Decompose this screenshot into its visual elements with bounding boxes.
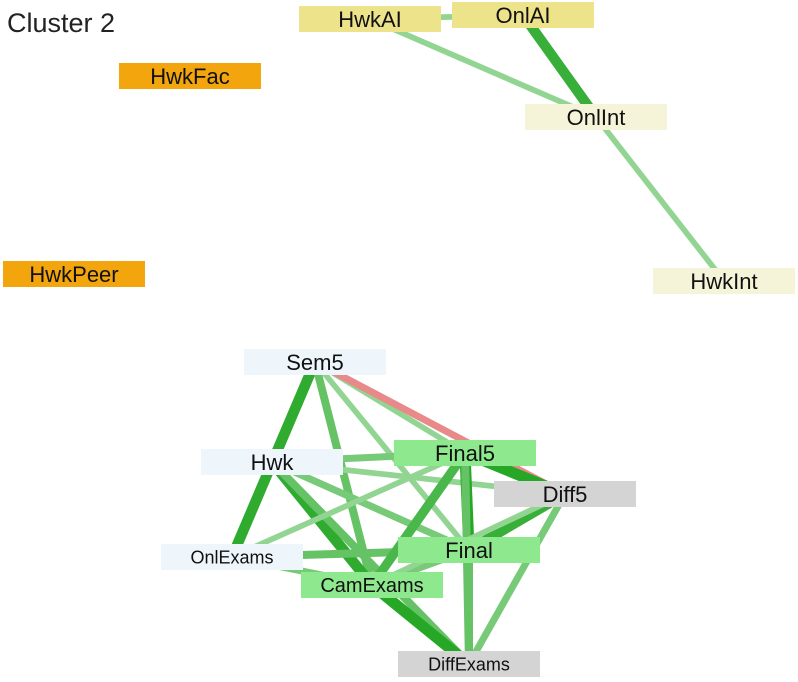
node-box-HwkInt [653, 268, 795, 294]
node-Final[interactable]: Final [398, 537, 540, 563]
node-label-HwkAI: HwkAI [338, 7, 402, 32]
edge-Final5-CamExams [368, 450, 469, 588]
node-label-Final: Final [445, 538, 493, 563]
node-DiffExams[interactable]: DiffExams [398, 651, 540, 677]
node-box-OnlExams [161, 544, 303, 570]
node-box-CamExams [301, 572, 443, 598]
node-box-HwkFac [119, 63, 261, 89]
node-OnlInt[interactable]: OnlInt [525, 104, 667, 130]
node-OnlAI[interactable]: OnlAI [452, 2, 594, 28]
node-Diff5[interactable]: Diff5 [494, 481, 636, 507]
node-box-OnlAI [452, 2, 594, 28]
edge-OnlExams-Final5 [230, 450, 467, 560]
node-HwkAI[interactable]: HwkAI [299, 6, 441, 32]
edge-CamExams-DiffExams [368, 580, 473, 669]
node-label-HwkPeer: HwkPeer [29, 262, 118, 287]
edge-OnlAI-OnlInt [518, 12, 601, 120]
node-box-Final5 [394, 440, 536, 466]
node-box-Diff5 [494, 481, 636, 507]
node-HwkFac[interactable]: HwkFac [119, 63, 261, 89]
node-label-OnlExams: OnlExams [190, 547, 273, 567]
node-HwkPeer[interactable]: HwkPeer [3, 261, 145, 287]
node-label-OnlAI: OnlAI [495, 3, 550, 28]
node-box-Sem5 [244, 349, 386, 375]
node-box-Final [398, 537, 540, 563]
node-label-DiffExams: DiffExams [428, 654, 510, 674]
edge-Diff5-DiffExams [465, 492, 569, 666]
node-Hwk[interactable]: Hwk [201, 449, 343, 475]
node-Final5[interactable]: Final5 [394, 440, 536, 466]
edge-OnlInt-HwkInt [593, 115, 727, 283]
node-box-HwkAI [299, 6, 441, 32]
node-label-CamExams: CamExams [320, 575, 423, 597]
node-box-HwkPeer [3, 261, 145, 287]
node-Sem5[interactable]: Sem5 [244, 349, 386, 375]
node-label-HwkInt: HwkInt [690, 269, 757, 294]
node-OnlExams[interactable]: OnlExams [161, 544, 303, 570]
node-label-OnlInt: OnlInt [567, 105, 626, 130]
node-label-Final5: Final5 [435, 441, 495, 466]
diagram-title: Cluster 2 [7, 8, 116, 38]
edge-Hwk-Final [270, 458, 471, 554]
node-label-Hwk: Hwk [251, 450, 295, 475]
node-box-DiffExams [398, 651, 540, 677]
node-CamExams[interactable]: CamExams [301, 572, 443, 598]
node-box-OnlInt [525, 104, 667, 130]
node-box-Hwk [201, 449, 343, 475]
node-label-HwkFac: HwkFac [150, 64, 229, 89]
node-HwkInt[interactable]: HwkInt [653, 268, 795, 294]
node-label-Sem5: Sem5 [286, 350, 343, 375]
node-label-Diff5: Diff5 [543, 482, 588, 507]
edge-Sem5-CamExams [311, 361, 376, 586]
edge-HwkAI-OnlInt [368, 16, 598, 120]
